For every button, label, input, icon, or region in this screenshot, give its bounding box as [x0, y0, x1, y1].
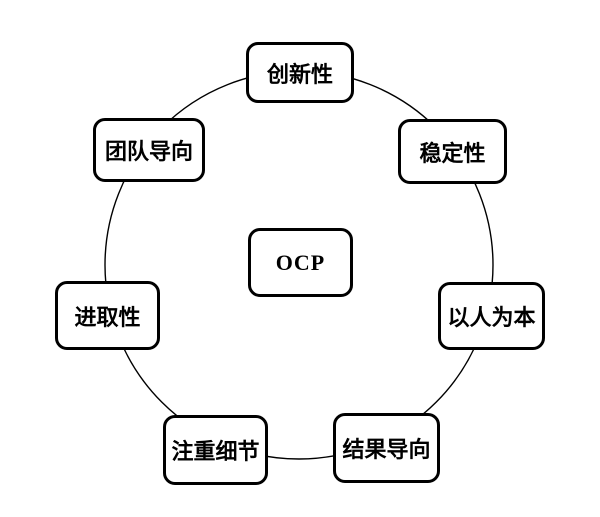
node-label: OCP — [275, 249, 326, 275]
node-people-oriented: 以人为本 — [438, 282, 545, 350]
node-team-oriented: 团队导向 — [93, 118, 205, 182]
node-label: 注重细节 — [171, 439, 260, 464]
node-attention-to-detail: 注重细节 — [163, 415, 268, 485]
node-results-oriented: 结果导向 — [333, 413, 440, 483]
node-label: 创新性 — [266, 61, 333, 87]
node-label: 团队导向 — [104, 139, 193, 164]
node-label: 结果导向 — [342, 437, 431, 462]
node-ocp-center: OCP — [248, 228, 353, 297]
node-innovation: 创新性 — [246, 42, 354, 103]
node-label: 进取性 — [74, 304, 141, 330]
node-enterprising: 进取性 — [55, 281, 160, 350]
node-stability: 稳定性 — [398, 119, 507, 184]
node-label: 稳定性 — [419, 140, 486, 166]
node-label: 以人为本 — [447, 305, 536, 330]
